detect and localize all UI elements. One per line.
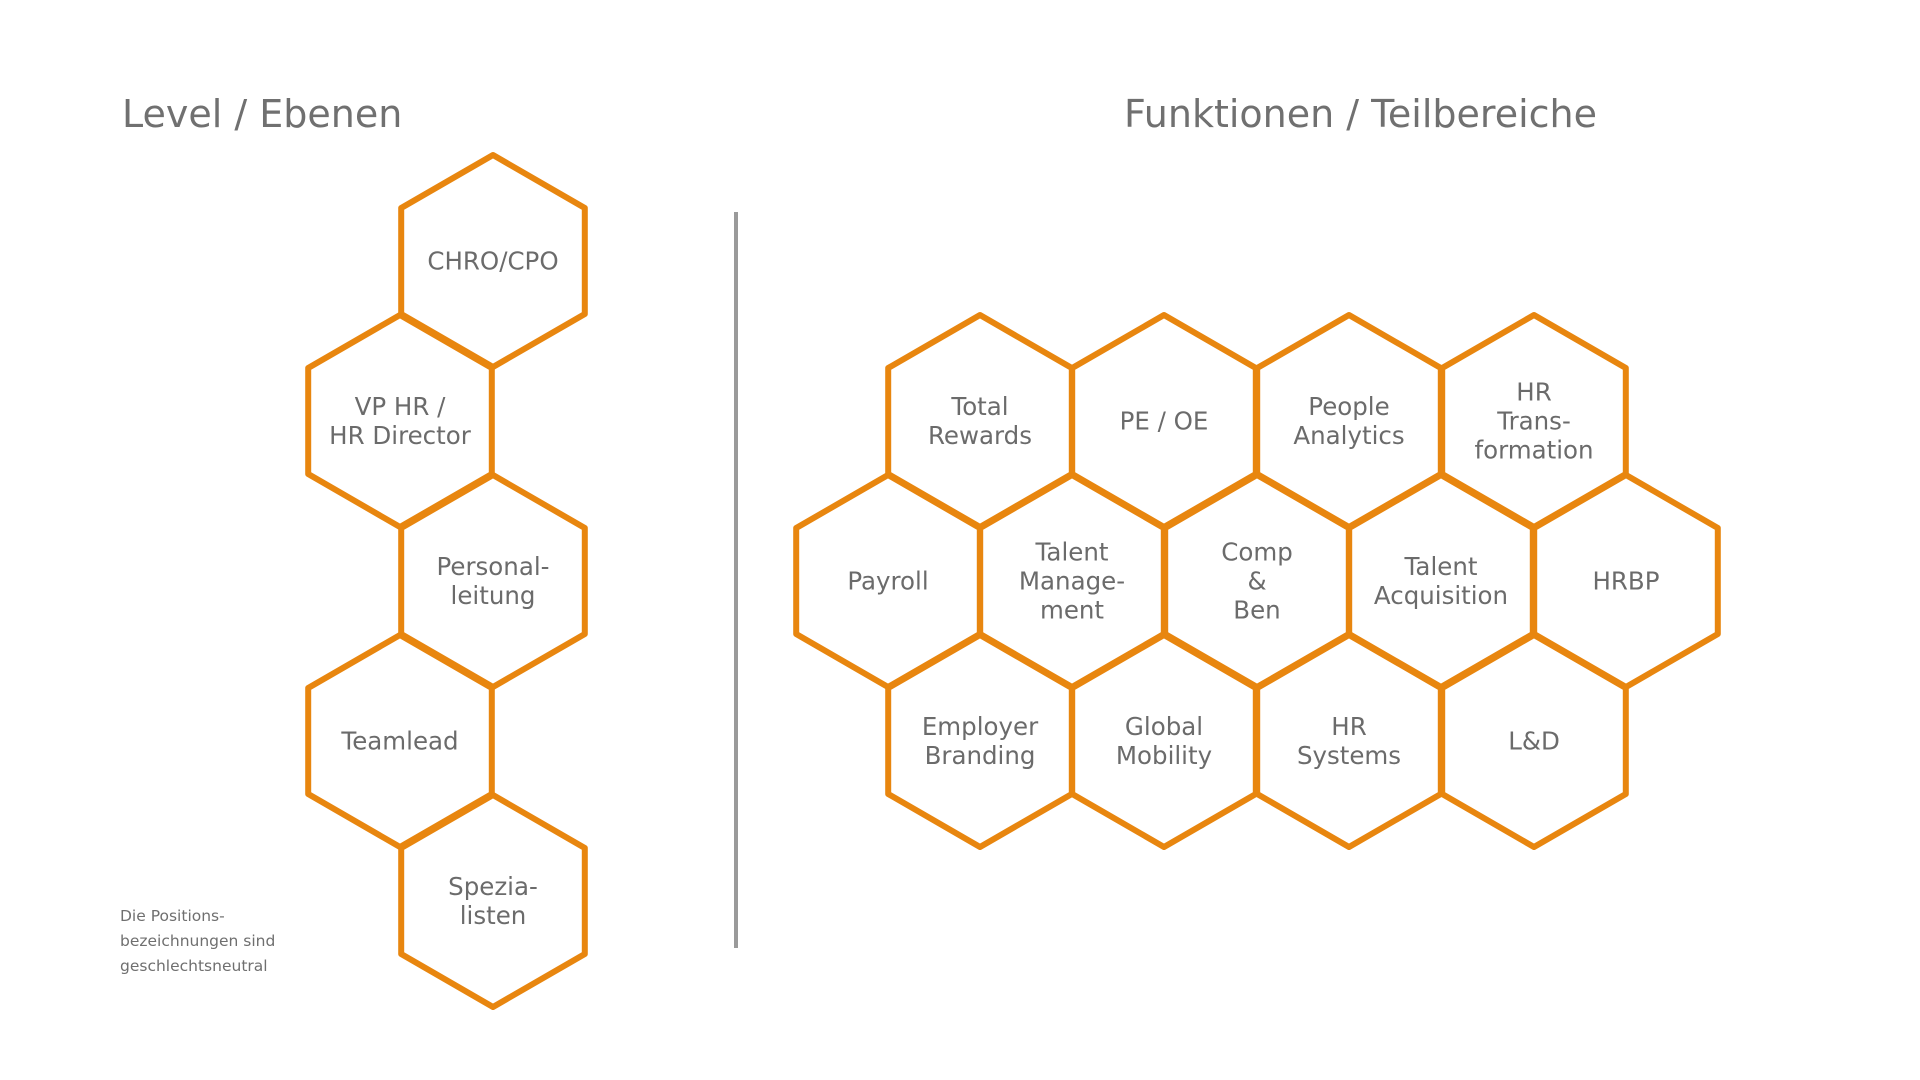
hexagon-label-line: Talent: [1404, 552, 1478, 581]
hexagon-spezialisten: Spezia-listen: [398, 792, 588, 1010]
hexagon-outline: [1439, 632, 1629, 850]
hexagon-label-line: HR: [1516, 378, 1551, 407]
hexagon-label-line: Employer: [922, 712, 1039, 741]
hexagon-label-line: HR: [1331, 712, 1366, 741]
hexagon-personalleitung: Personal-leitung: [398, 472, 588, 690]
hexagon-label-line: Branding: [925, 741, 1036, 770]
gender-neutral-footnote: Die Positions- bezeichnungen sind geschl…: [120, 904, 275, 979]
hexagon-label-line: HRBP: [1592, 567, 1659, 596]
footnote-line: geschlechtsneutral: [120, 957, 268, 975]
hexagon-label-line: leitung: [451, 581, 536, 610]
hexagon-label-line: Acquisition: [1374, 581, 1508, 610]
hexagon-label-line: Spezia-: [448, 872, 538, 901]
hexagon-label-line: Rewards: [928, 421, 1032, 450]
hexagon-hrbp: HRBP: [1531, 472, 1721, 690]
hexagon-label-line: HR Director: [329, 421, 472, 450]
hexagon-label-line: CHRO/CPO: [427, 247, 558, 276]
hexagon-label-line: Payroll: [847, 567, 928, 596]
section-divider: [734, 212, 738, 948]
hexagon-label-line: Systems: [1297, 741, 1401, 770]
hexagon-label-line: Ben: [1233, 596, 1280, 625]
hexagon-label-line: Trans-: [1496, 407, 1571, 436]
levels-title: Level / Ebenen: [122, 92, 403, 136]
footnote-line: bezeichnungen sind: [120, 932, 276, 950]
hexagon-l-and-d: L&D: [1439, 632, 1629, 850]
hexagon-vp-hr: VP HR /HR Director: [305, 312, 495, 530]
hexagon-label-line: VP HR /: [355, 392, 447, 421]
hexagon-payroll: Payroll: [793, 472, 983, 690]
hexagon-label-line: Comp: [1221, 538, 1293, 567]
hexagon-label-line: PE / OE: [1120, 407, 1209, 436]
footnote-line: Die Positions-: [120, 907, 225, 925]
hexagon-label-line: &: [1247, 567, 1266, 596]
hexagon-label-line: Analytics: [1293, 421, 1404, 450]
hexagon-outline: [398, 792, 588, 1010]
hexagon-label-line: formation: [1474, 436, 1593, 465]
functions-title: Funktionen / Teilbereiche: [1124, 92, 1597, 136]
hexagon-label-line: Global: [1125, 712, 1203, 741]
hexagon-label-line: listen: [460, 901, 527, 930]
hexagon-label-line: Teamlead: [340, 727, 458, 756]
hexagon-label-line: Talent: [1035, 538, 1109, 567]
hexagon-label-line: ment: [1040, 596, 1104, 625]
hexagon-label-line: Personal-: [437, 552, 550, 581]
hexagon-label-line: Total: [950, 392, 1008, 421]
hexagon-label-line: Mobility: [1116, 741, 1212, 770]
hexagon-label-line: L&D: [1508, 727, 1560, 756]
hexagon-label-line: Manage-: [1019, 567, 1125, 596]
hexagon-label-line: People: [1308, 392, 1389, 421]
